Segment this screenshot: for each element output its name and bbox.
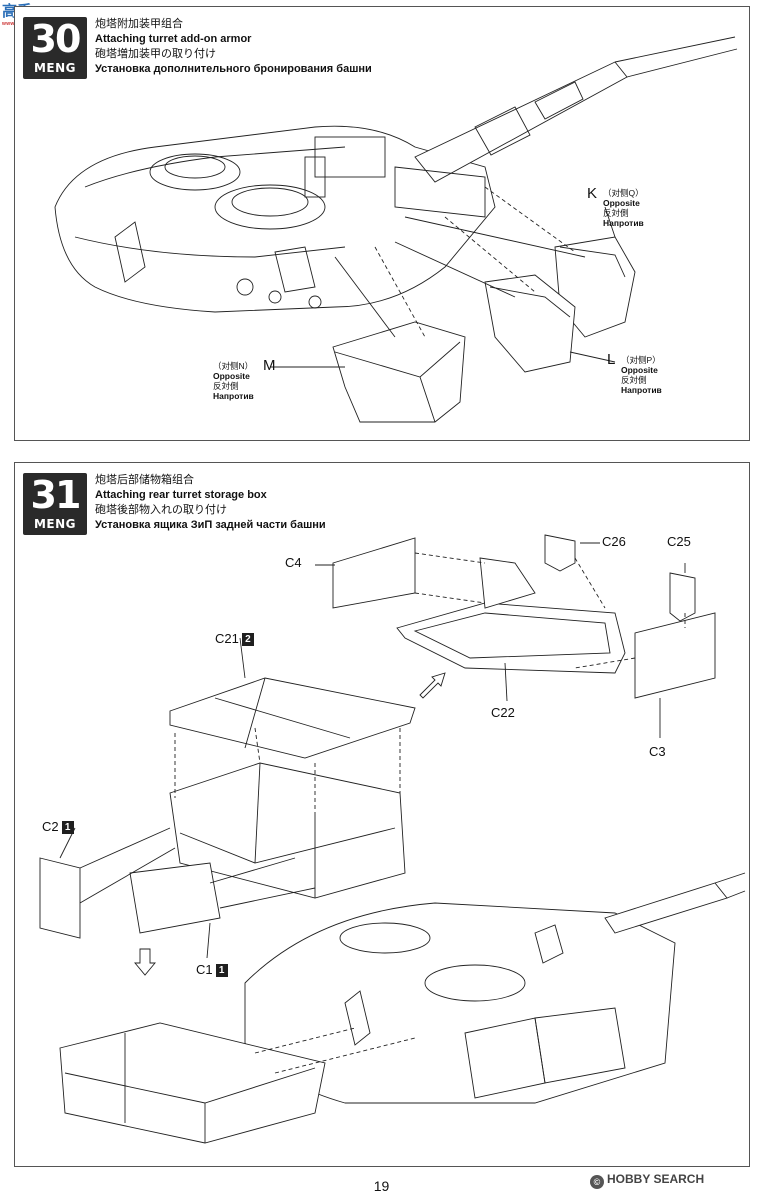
note-ru: Напротив <box>213 391 254 401</box>
part-label-c4: C4 <box>285 555 302 570</box>
part-count-badge: 2 <box>241 633 254 646</box>
brand-logo: MENG <box>33 517 77 531</box>
copyright-icon: © <box>590 1175 604 1189</box>
title-en: Attaching turret add-on armor <box>95 33 252 45</box>
step-30-titles: 炮塔附加装甲组合 Attaching turret add-on armor 砲… <box>95 17 372 77</box>
part-label-c25: C25 <box>667 534 691 549</box>
step-30-panel: 30 MENG 炮塔附加装甲组合 Attaching turret add-on… <box>14 6 750 441</box>
note-jp: 反対側 <box>621 375 647 385</box>
callout-m-note: （对侧N） Opposite 反対側 Напротив <box>213 361 254 401</box>
part-id: C2 <box>42 819 59 834</box>
note-cn: （对侧P） <box>621 355 661 365</box>
part-label-c3: C3 <box>649 744 666 759</box>
part-label-k: K <box>587 185 598 202</box>
step-number: 30 <box>30 17 82 61</box>
part-id: C1 <box>196 962 213 977</box>
title-ru: Установка ящика ЗиП задней части башни <box>95 519 326 531</box>
note-jp: 反対側 <box>213 381 239 391</box>
callout-k-note: （对侧Q） Opposite 反対側 Напротив <box>603 188 644 228</box>
part-label-c26: C26 <box>602 534 626 549</box>
storage-box-drawing <box>39 534 746 1144</box>
note-cn: （对侧N） <box>213 361 254 371</box>
title-ru: Установка дополнительного бронирования б… <box>95 63 372 75</box>
step-30-badge: 30 MENG <box>23 17 87 79</box>
part-id: C21 <box>215 631 239 646</box>
title-jp: 砲塔増加装甲の取り付け <box>95 48 216 60</box>
part-count-badge: 1 <box>61 821 74 834</box>
step-31-panel: 31 MENG 炮塔后部储物箱组合 Attaching rear turret … <box>14 462 750 1167</box>
title-en: Attaching rear turret storage box <box>95 489 267 501</box>
watermark: ©HOBBY SEARCH <box>590 1172 704 1189</box>
part-label-m: M <box>263 357 276 374</box>
note-ru: Напротив <box>621 385 662 395</box>
title-cn: 炮塔后部储物箱组合 <box>95 474 194 486</box>
note-ru: Напротив <box>603 218 644 228</box>
part-label-c22: C22 <box>491 705 515 720</box>
turret-armor-drawing <box>54 36 738 423</box>
brand-logo: MENG <box>33 61 77 75</box>
step-31-badge: 31 MENG <box>23 473 87 535</box>
note-en: Opposite <box>213 371 250 381</box>
note-cn: （对侧Q） <box>603 188 644 198</box>
watermark-text: HOBBY SEARCH <box>607 1172 705 1186</box>
title-jp: 砲塔後部物入れの取り付け <box>95 504 227 516</box>
part-label-l: L <box>607 351 616 368</box>
note-en: Opposite <box>603 198 640 208</box>
note-en: Opposite <box>621 365 658 375</box>
callout-l-note: （对侧P） Opposite 反対側 Напротив <box>621 355 662 395</box>
step-number: 31 <box>30 473 82 517</box>
title-cn: 炮塔附加装甲组合 <box>95 18 183 30</box>
page-number: 19 <box>373 1178 390 1194</box>
step-31-titles: 炮塔后部储物箱组合 Attaching rear turret storage … <box>95 473 326 533</box>
note-jp: 反対側 <box>603 208 629 218</box>
part-count-badge: 1 <box>215 964 228 977</box>
